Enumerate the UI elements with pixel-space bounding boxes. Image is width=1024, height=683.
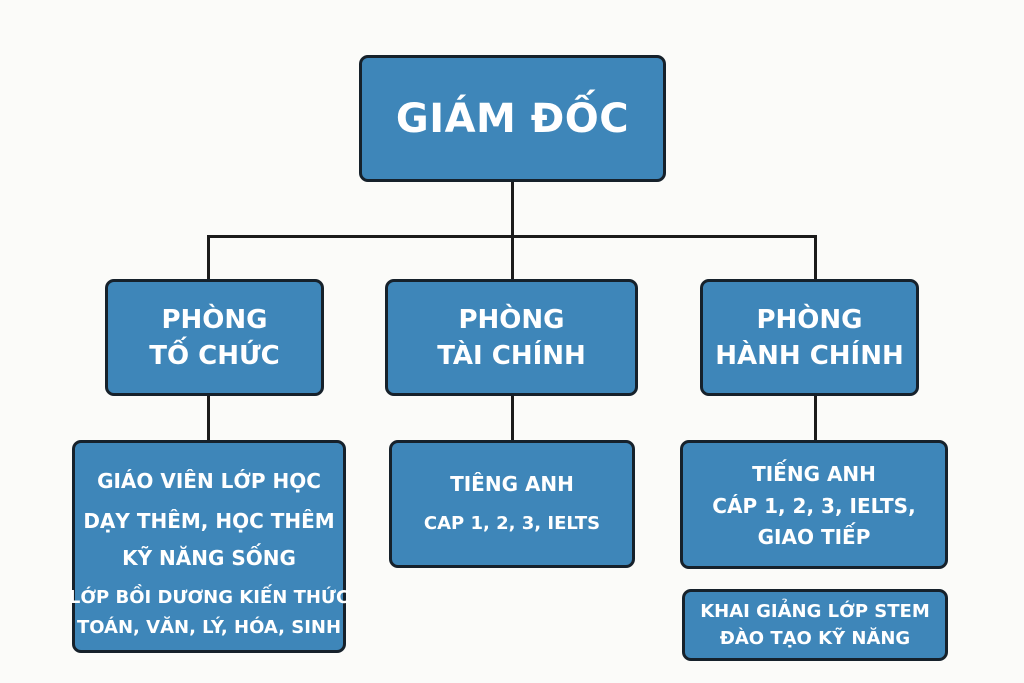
node-line: GIÁO VIÊN LỚP HỌC [97, 469, 321, 493]
node-line: GIAO TIẾP [757, 524, 871, 549]
connector-root-down [511, 180, 514, 237]
node-tieng-anh-hanh-chinh[interactable]: TIẾNG ANH CÁP 1, 2, 3, IELTS, GIAO TIẾP [680, 440, 948, 569]
node-phong-to-chuc[interactable]: PHÒNG TỐ CHỨC [105, 279, 324, 396]
node-line: LỚP BỒI DƯƠNG KIẾN THỨC [68, 587, 350, 608]
node-line: CAP 1, 2, 3, IELTS [423, 513, 601, 534]
node-label-line1: PHÒNG [161, 304, 268, 335]
connector-to-to-chuc-child [207, 393, 210, 442]
node-line: TIẾNG ANH [752, 461, 876, 486]
node-phong-tai-chinh[interactable]: PHÒNG TÀI CHÍNH [385, 279, 638, 396]
node-phong-hanh-chinh[interactable]: PHÒNG HÀNH CHÍNH [700, 279, 919, 396]
node-giam-doc[interactable]: GIÁM ĐỐC [359, 55, 666, 182]
node-khai-giang-stem[interactable]: KHAI GIẢNG LỚP STEM ĐÀO TẠO KỸ NĂNG [682, 589, 948, 661]
node-label-line2: HÀNH CHÍNH [715, 340, 904, 371]
node-line: TIÊNG ANH [450, 472, 574, 496]
connector-to-tai-chinh-child [511, 393, 514, 442]
connector-to-hanh-chinh-child [814, 393, 817, 442]
node-line: KỸ NĂNG SỐNG [122, 546, 296, 570]
connector-to-phong-hanh-chinh [814, 235, 817, 281]
connector-to-phong-to-chuc [207, 235, 210, 281]
node-giao-vien-lop-hoc[interactable]: GIÁO VIÊN LỚP HỌC DẠY THÊM, HỌC THÊM KỸ … [68, 440, 350, 653]
node-label-line1: PHÒNG [756, 304, 863, 335]
node-label-line1: PHÒNG [458, 304, 565, 335]
node-label-line2: TỐ CHỨC [149, 340, 280, 371]
node-line: KHAI GIẢNG LỚP STEM [700, 601, 930, 622]
connector-to-phong-tai-chinh [511, 235, 514, 281]
node-line: TOÁN, VĂN, LÝ, HÓA, SINH [76, 617, 342, 638]
node-label: GIÁM ĐỐC [395, 95, 630, 142]
node-tieng-anh-tai-chinh[interactable]: TIÊNG ANH CAP 1, 2, 3, IELTS [389, 440, 635, 568]
node-line: ĐÀO TẠO KỸ NĂNG [719, 628, 911, 649]
node-line: CÁP 1, 2, 3, IELTS, [712, 493, 916, 518]
node-line: DẠY THÊM, HỌC THÊM [83, 509, 335, 533]
node-label-line2: TÀI CHÍNH [437, 340, 586, 371]
